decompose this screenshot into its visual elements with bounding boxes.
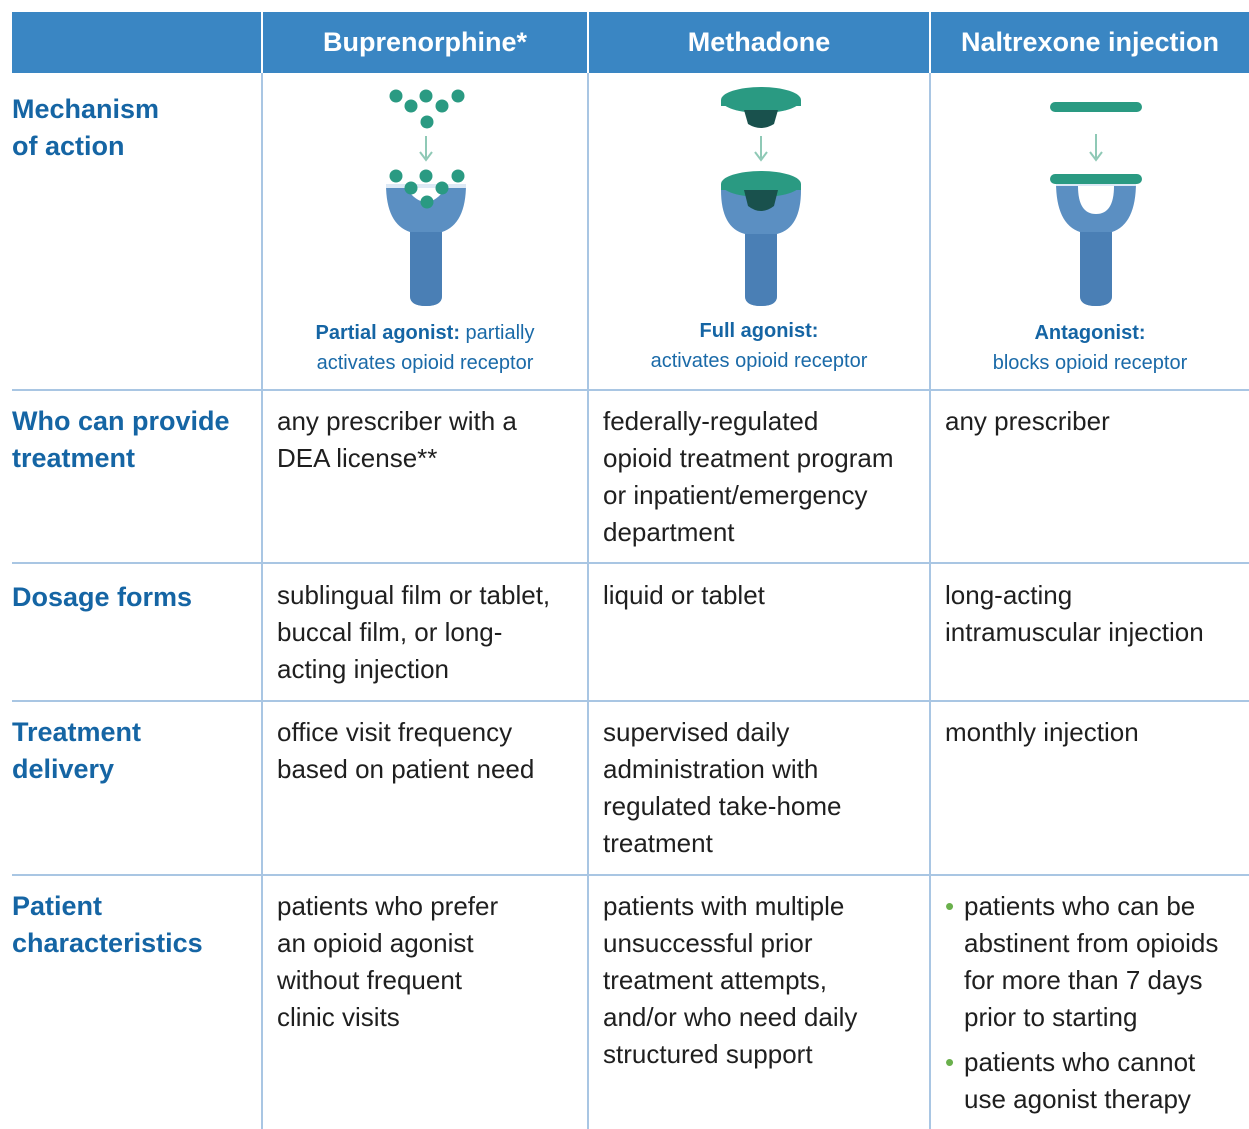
row-divider — [12, 562, 1249, 564]
full-agonist-illustration — [721, 87, 801, 306]
header-divider — [587, 12, 589, 73]
header-divider — [261, 12, 263, 73]
antagonist-illustration — [1050, 102, 1142, 306]
header-methadone: Methadone — [687, 27, 831, 57]
row-divider — [12, 874, 1249, 876]
column-divider — [929, 73, 931, 1129]
caption-naltrexone: Antagonist: blocks opioid receptor — [992, 322, 1188, 374]
provider-naltrexone: any prescriber — [945, 406, 1110, 436]
row-label-mechanism: Mechanism of action — [12, 94, 160, 161]
row-label-dosage: Dosage forms — [12, 582, 193, 612]
header-divider — [929, 12, 931, 73]
row-label-patient: Patient characteristics — [12, 891, 203, 958]
row-label-provider: Who can provide treatment — [12, 406, 230, 473]
dosage-buprenorphine: sublingual film or tablet,buccal film, o… — [277, 580, 551, 684]
dosage-methadone: liquid or tablet — [603, 580, 765, 610]
bullet-dot-icon: • — [945, 891, 955, 921]
column-divider — [261, 73, 263, 1129]
header-naltrexone: Naltrexone injection — [960, 27, 1220, 57]
partial-agonist-illustration — [386, 89, 466, 306]
table-header — [12, 12, 1249, 73]
row-divider — [12, 389, 1249, 391]
caption-methadone: Full agonist: activates opioid receptor — [650, 320, 868, 372]
delivery-naltrexone: monthly injection — [945, 717, 1139, 747]
column-divider — [587, 73, 589, 1129]
row-label-delivery: Treatment delivery — [12, 717, 142, 784]
header-buprenorphine: Buprenorphine* — [322, 27, 527, 57]
row-divider — [12, 700, 1249, 702]
bullet-dot-icon: • — [945, 1047, 955, 1077]
caption-buprenorphine: Partial agonist: partially activates opi… — [315, 322, 535, 374]
